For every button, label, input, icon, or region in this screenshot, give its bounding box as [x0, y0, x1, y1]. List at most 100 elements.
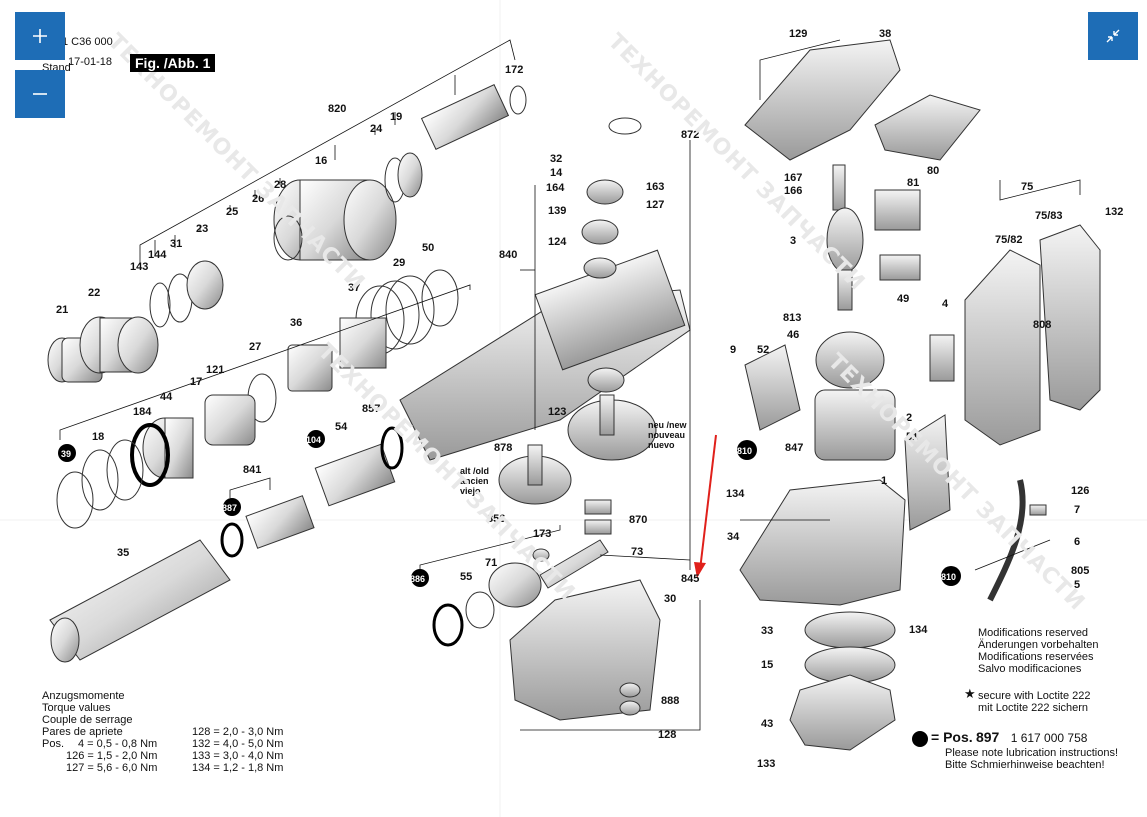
- part-label: 71: [485, 557, 497, 569]
- part-label: 872: [681, 129, 699, 141]
- loctite-line: secure with Loctite 222: [978, 690, 1091, 702]
- part-label: 31: [170, 238, 182, 250]
- part-label: 75: [1021, 181, 1033, 193]
- part-label: 36: [290, 317, 302, 329]
- part-number-labels: 172 820 24 19 16 28 25 26 143 144 31 23 …: [56, 28, 1123, 770]
- part-label: 847: [785, 442, 803, 454]
- part-label: 845: [681, 573, 699, 585]
- modifications-line: Salvo modificaciones: [978, 663, 1082, 675]
- part-label: 1: [881, 475, 887, 487]
- part-label: 841: [243, 464, 261, 476]
- part-label: 887: [222, 503, 237, 513]
- part-label: 75/83: [1035, 210, 1063, 222]
- tool-holder-group: [47, 84, 609, 663]
- old-callout-line: viejo: [460, 486, 481, 496]
- part-label: 4: [942, 298, 949, 310]
- part-bullet: [58, 444, 76, 462]
- part-label: 173: [533, 528, 551, 540]
- part-label: 44: [160, 391, 173, 403]
- pos-part-number: 1 617 000 758: [1010, 731, 1088, 746]
- part-label: 126: [1071, 485, 1089, 497]
- part-label: 55: [460, 571, 472, 583]
- part-label: 52: [757, 344, 769, 356]
- part-label: 17: [190, 376, 202, 388]
- part-label: 6: [1074, 536, 1080, 548]
- torque-row: 126 = 1,5 - 2,0 Nm: [66, 750, 158, 762]
- part-label: 25: [226, 206, 238, 218]
- torque-row: 132 = 4,0 - 5,0 Nm: [192, 738, 284, 750]
- exit-fullscreen-button[interactable]: [1088, 12, 1138, 60]
- part-label: 123: [548, 406, 566, 418]
- part-label: 810: [941, 572, 956, 582]
- new-callout-line: neu /new: [648, 420, 688, 430]
- part-label: 23: [196, 223, 208, 235]
- part-label: 134: [909, 624, 928, 636]
- motor-group: [739, 39, 1101, 751]
- part-label: 51: [906, 431, 918, 443]
- part-bullet: [941, 566, 961, 586]
- part-label: 80: [927, 165, 939, 177]
- loctite-star-icon: ★: [964, 686, 976, 701]
- part-label: 134: [726, 488, 745, 500]
- part-label: 19: [390, 111, 402, 123]
- part-label: 163: [646, 181, 664, 193]
- part-label: 878: [494, 442, 512, 454]
- new-callout-line: nuevo: [648, 440, 675, 450]
- new-callout-line: nouveau: [648, 430, 685, 440]
- part-label: 820: [328, 103, 346, 115]
- part-label: 16: [315, 155, 327, 167]
- plus-icon: [33, 29, 47, 43]
- torque-title-line: Anzugsmomente: [42, 690, 125, 702]
- zoom-out-button[interactable]: [15, 70, 65, 118]
- lubrication-note: = Pos. 897 1 617 000 758: [912, 729, 1088, 747]
- part-label: 14: [550, 167, 563, 179]
- part-label: 129: [789, 28, 807, 40]
- part-bullet: [411, 569, 429, 587]
- torque-title-line: Torque values: [42, 702, 111, 714]
- part-label: 34: [727, 531, 740, 543]
- part-label: 840: [499, 249, 517, 261]
- part-label: 50: [422, 242, 434, 254]
- part-label: 35: [117, 547, 129, 559]
- part-label: 24: [370, 123, 383, 135]
- indicator-arrow: [694, 434, 717, 578]
- part-label: 857: [362, 403, 380, 415]
- part-label: 39: [61, 449, 71, 459]
- part-label: 128: [658, 729, 676, 741]
- torque-row: 128 = 2,0 - 3,0 Nm: [192, 726, 284, 738]
- part-label: 32: [550, 153, 562, 165]
- part-label: 38: [879, 28, 891, 40]
- old-callout-line: ancien: [460, 476, 489, 486]
- torque-title-line: Pares de apriete: [42, 726, 123, 738]
- part-label: 164: [546, 182, 565, 194]
- part-label: 73: [631, 546, 643, 558]
- part-label: 30: [664, 593, 676, 605]
- part-bullet: [737, 440, 757, 460]
- torque-row: 4 = 0,5 - 0,8 Nm: [78, 738, 158, 750]
- part-label: 5: [1074, 579, 1080, 591]
- torque-row: 127 = 5,6 - 6,0 Nm: [66, 762, 158, 774]
- pos-prefix: = Pos.: [931, 729, 973, 746]
- doc-number: 1 C36 000: [62, 36, 113, 48]
- part-label: 886: [410, 574, 425, 584]
- zoom-in-button[interactable]: [15, 12, 65, 60]
- part-label: 49: [897, 293, 909, 305]
- part-label: 805: [1071, 565, 1089, 577]
- pos-number: 897: [975, 729, 1000, 746]
- part-label: 54: [335, 421, 348, 433]
- figure-label: Fig. /Abb. 1: [130, 54, 216, 72]
- torque-row: 134 = 1,2 - 1,8 Nm: [192, 762, 284, 774]
- part-label: 37: [348, 282, 360, 294]
- stand-date: 17-01-18: [68, 56, 113, 68]
- part-label: 166: [784, 185, 802, 197]
- part-label: 33: [761, 625, 773, 637]
- part-label: 888: [661, 695, 679, 707]
- part-bullet: [223, 498, 241, 516]
- part-label: 808: [1033, 319, 1051, 331]
- part-label: 9: [730, 344, 736, 356]
- minus-icon: [33, 93, 47, 95]
- torque-row: 133 = 3,0 - 4,0 Nm: [192, 750, 284, 762]
- part-label: 22: [88, 287, 100, 299]
- part-label: 27: [249, 341, 261, 353]
